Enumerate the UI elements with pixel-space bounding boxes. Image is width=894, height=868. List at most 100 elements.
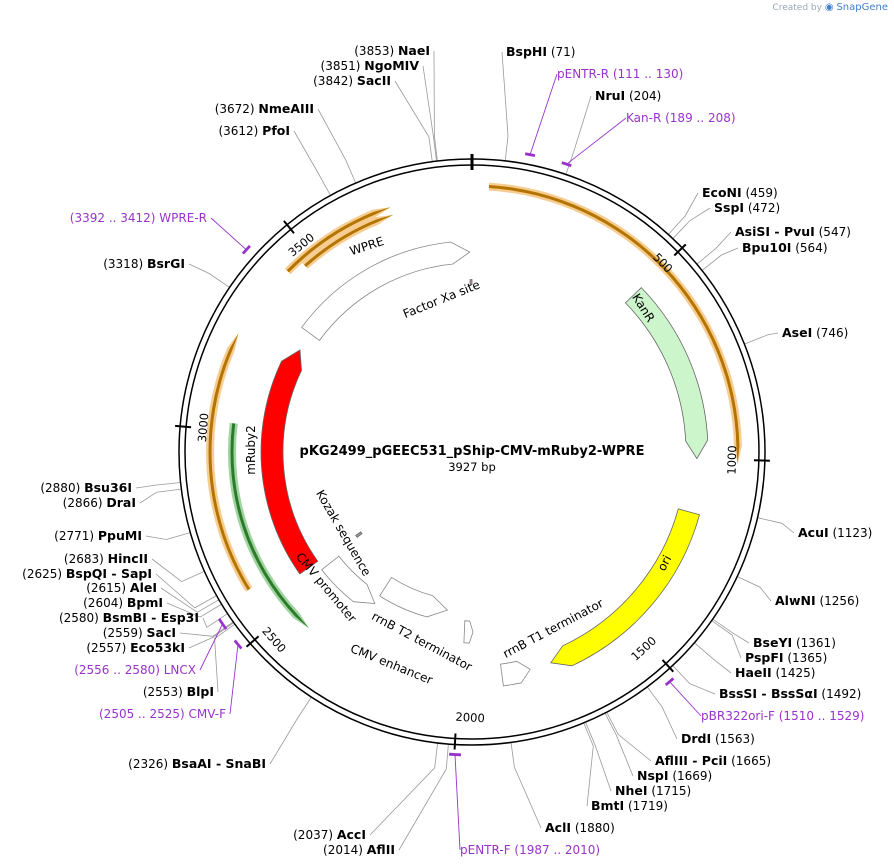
site-leader-line <box>398 743 449 851</box>
restriction-site-label: BssSI - BssSαI (1492) <box>719 686 861 701</box>
site-position: (3851) <box>321 59 365 73</box>
site-position: (2683) <box>64 552 108 566</box>
site-name: PspFI <box>745 650 784 665</box>
site-name: AsiSI - PvuI <box>735 224 815 239</box>
primer-range: (1987 .. 2010) <box>511 843 601 857</box>
restriction-site-label: BspHI (71) <box>506 44 575 59</box>
feature-wpre <box>301 241 471 341</box>
restriction-site-label: (3318) BsrGI <box>103 256 185 271</box>
restriction-site-label: (2604) BpmI <box>83 595 163 610</box>
site-name: AccI <box>337 827 366 842</box>
ruler-tick-label: 2000 <box>455 710 485 726</box>
site-position: (1365) <box>784 651 828 665</box>
feature-cmv-enhancer <box>379 576 449 618</box>
restriction-site-label: AcuI (1123) <box>798 525 872 540</box>
site-leader-line <box>668 192 699 235</box>
site-position: (1492) <box>818 687 862 701</box>
site-name: Bpu10I <box>742 240 791 255</box>
site-leader-line <box>510 742 542 829</box>
ruler-tick <box>245 635 260 648</box>
restriction-site-label: EcoNI (459) <box>702 185 778 200</box>
map-center: pKG2499_pGEEC531_pShip-CMV-mRuby2-WPRE 3… <box>300 444 645 474</box>
site-position: (2557) <box>86 641 130 655</box>
primer-mark <box>664 677 675 686</box>
site-leader-line <box>604 712 634 777</box>
site-name: BssSI - BssSαI <box>719 686 818 701</box>
ruler-tick <box>753 459 770 462</box>
site-leader-line <box>179 621 234 637</box>
restriction-site-label: (3851) NgoMIV <box>321 58 420 73</box>
primer-leader-line <box>199 623 223 671</box>
restriction-site-label: AclI (1880) <box>545 820 615 835</box>
site-position: (547) <box>815 225 851 239</box>
primer-range: (189 .. 208) <box>661 111 735 125</box>
site-leader-line <box>166 602 222 618</box>
site-name: EcoNI <box>702 185 742 200</box>
site-position: (1665) <box>727 754 771 768</box>
primer-label: (2505 .. 2525) CMV-F <box>99 707 226 721</box>
site-name: PfoI <box>262 123 290 138</box>
restriction-site-label: (2557) Eco53kI <box>86 640 185 655</box>
site-position: (1715) <box>648 784 692 798</box>
site-leader-line <box>694 642 732 674</box>
primer-label: (2556 .. 2580) LNCX <box>74 663 196 677</box>
ruler-tick-label: 1000 <box>724 445 739 475</box>
feature-kanr <box>624 287 709 460</box>
site-name: BseYI <box>753 635 792 650</box>
site-position: (3612) <box>218 124 262 138</box>
restriction-site-label: (2559) SacI <box>103 625 176 640</box>
site-name: BspQI - SapI <box>66 566 152 581</box>
site-position: (1719) <box>624 799 668 813</box>
feature-arrows <box>260 241 709 687</box>
primer-name: CMV-F <box>189 707 227 721</box>
site-leader-line <box>135 482 181 489</box>
snapgene-logo: ◉ <box>824 2 834 13</box>
feature-label-ori: ori <box>655 553 675 573</box>
snapgene-credit: Created by ◉ SnapGene <box>772 2 888 13</box>
site-leader-line <box>188 622 234 649</box>
site-position: (2553) <box>143 685 187 699</box>
primer-name: LNCX <box>164 663 196 677</box>
site-position: (1425) <box>772 666 816 680</box>
restriction-site-label: SspI (472) <box>714 200 780 215</box>
site-position: (71) <box>547 45 575 59</box>
feature-label-factor-xa-site: Factor Xa site <box>401 278 482 322</box>
site-position: (1361) <box>792 636 836 650</box>
site-leader-line <box>744 332 779 345</box>
site-name: PpuMI <box>98 528 142 543</box>
site-leader-line <box>394 80 433 162</box>
site-leader-line <box>585 721 612 792</box>
site-position: (2604) <box>83 596 127 610</box>
site-name: SspI <box>714 200 744 215</box>
restriction-site-label: HaeII (1425) <box>735 665 815 680</box>
feature-kozak-sequence <box>355 531 363 538</box>
orf-arrow-glow <box>206 333 253 592</box>
site-leader-line <box>757 517 795 534</box>
site-position: (2559) <box>103 626 147 640</box>
site-name: Eco53kI <box>130 640 185 655</box>
restriction-site-label: (2580) BsmBI - Esp3I <box>59 610 199 625</box>
restriction-site-label: (2771) PpuMI <box>54 528 142 543</box>
feature-mruby2 <box>260 349 319 575</box>
primer-range: (3392 .. 3412) <box>70 211 160 225</box>
site-leader-line <box>737 576 772 602</box>
site-position: (3853) <box>354 44 398 58</box>
orf-arrow-glow <box>302 214 394 269</box>
site-position: (3842) <box>313 74 357 88</box>
site-name: BsrGI <box>147 256 185 271</box>
primer-range: (2505 .. 2525) <box>99 707 189 721</box>
site-name: DraI <box>106 495 136 510</box>
primer-range: (1510 .. 1529) <box>775 709 865 723</box>
restriction-site-label: (2553) BlpI <box>143 684 214 699</box>
site-position: (1880) <box>571 821 615 835</box>
site-leader-line <box>214 623 236 693</box>
site-leader-line <box>711 620 742 659</box>
site-position: (2037) <box>293 828 337 842</box>
site-position: (2880) <box>40 481 84 495</box>
site-name: AflII <box>367 842 395 857</box>
ruler-tick-label: 1500 <box>628 633 659 663</box>
primer-name: pENTR-R <box>557 67 609 81</box>
site-leader-line <box>646 686 678 740</box>
primer-range: (111 .. 130) <box>609 67 683 81</box>
